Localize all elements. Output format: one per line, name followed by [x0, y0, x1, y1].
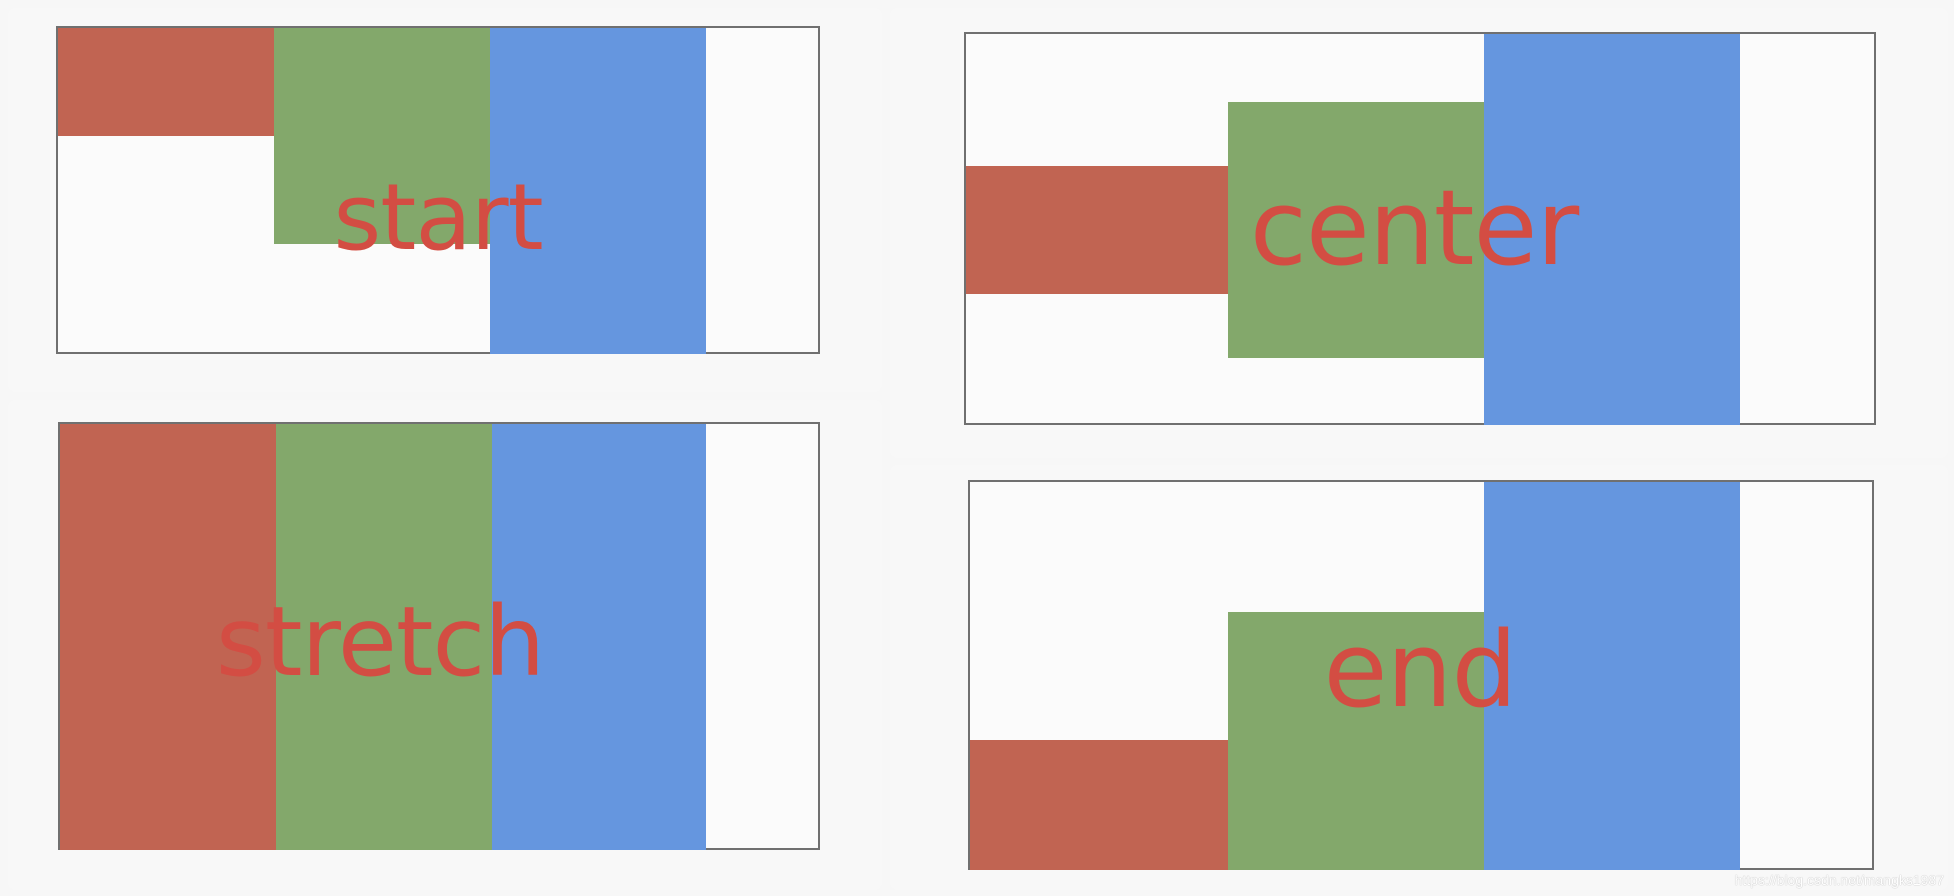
item-3-bar: [492, 424, 706, 850]
item-3-bar: [1484, 482, 1740, 870]
item-1-bar: [970, 740, 1228, 870]
watermark: https://blog.csdn.net/mangks1987: [1734, 872, 1944, 888]
align-start-label: start: [333, 164, 543, 271]
align-start-panel: start: [56, 26, 820, 354]
item-1-bar: [966, 166, 1228, 294]
item-1-bar: [58, 28, 274, 136]
align-center-panel: center: [964, 32, 1876, 425]
align-center-label: center: [1249, 167, 1580, 289]
align-stretch-label: stretch: [215, 586, 545, 698]
item-2-bar: [274, 28, 490, 244]
align-end-panel: end: [968, 480, 1874, 870]
item-2-bar: [1228, 102, 1484, 358]
item-2-bar: [276, 424, 492, 850]
item-3-bar: [1484, 34, 1740, 425]
align-stretch-panel: stretch: [58, 422, 820, 850]
item-2-bar: [1228, 612, 1484, 870]
item-1-bar: [60, 424, 276, 850]
item-3-bar: [490, 28, 706, 354]
align-end-label: end: [1323, 609, 1518, 731]
